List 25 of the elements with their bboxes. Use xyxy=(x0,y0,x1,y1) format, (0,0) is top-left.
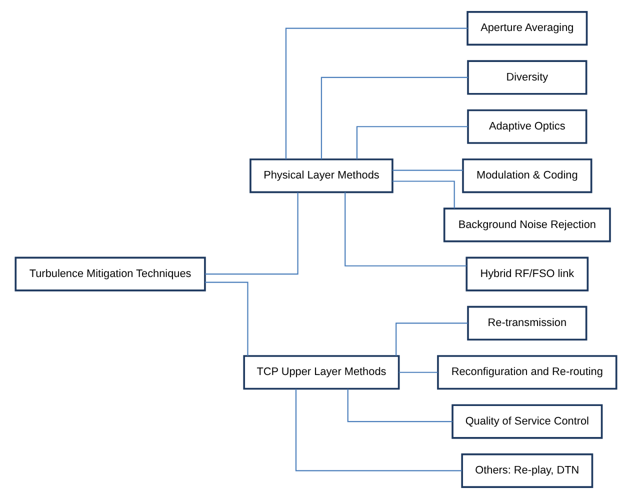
connector xyxy=(398,372,438,373)
connector xyxy=(320,76,468,160)
node-box: Reconfiguration and Re-routing xyxy=(436,355,617,390)
connector xyxy=(346,389,452,422)
connector xyxy=(392,170,462,171)
node-box: Modulation & Coding xyxy=(462,158,592,194)
connector xyxy=(284,28,468,160)
connector xyxy=(204,282,248,356)
node-box: Diversity xyxy=(466,60,587,95)
node-box: Others: Re-play, DTN xyxy=(460,453,593,488)
connector xyxy=(392,180,454,208)
node-box: TCP Upper Layer Methods xyxy=(242,355,400,390)
node-box: Aperture Averaging xyxy=(466,11,588,46)
node-box: Background Noise Rejection xyxy=(442,208,610,242)
node-box: Physical Layer Methods xyxy=(249,158,393,194)
node-box: Hybrid RF/FSO link xyxy=(465,256,588,292)
connector xyxy=(204,192,298,275)
connector xyxy=(344,192,466,266)
connector xyxy=(395,322,468,356)
node-box: Re-transmission xyxy=(466,306,587,341)
node-box: Adaptive Optics xyxy=(466,109,587,144)
node-box: Quality of Service Control xyxy=(451,404,602,439)
node-box: Turbulence Mitigation Techniques xyxy=(14,256,206,292)
connector xyxy=(294,389,462,472)
connector xyxy=(356,126,468,160)
